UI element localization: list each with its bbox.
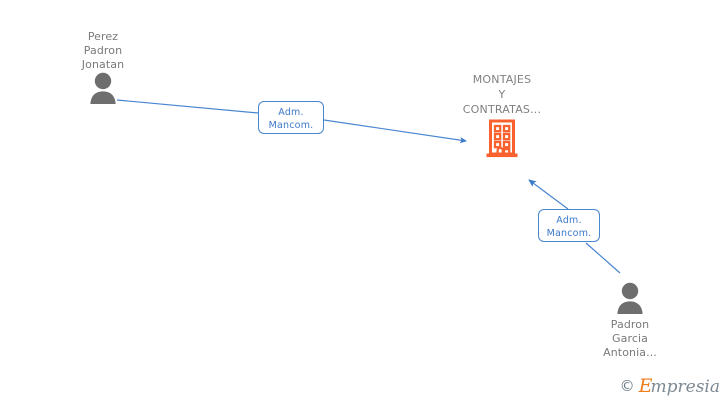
person-icon	[617, 282, 643, 314]
node-person-bottom-right-label: Padron Garcia Antonia...	[603, 318, 657, 359]
watermark-brand-initial: E	[638, 375, 653, 397]
node-company-label: MONTAJES Y CONTRATAS...	[462, 73, 542, 116]
edge-chip-to-company-2	[528, 179, 569, 210]
node-company[interactable]: MONTAJES Y CONTRATAS...	[432, 72, 572, 159]
copyright-icon: ©	[619, 377, 635, 395]
edge-label-adm-mancom-2[interactable]: Adm. Mancom.	[538, 209, 600, 242]
watermark-brand-rest: mpresia	[650, 377, 721, 397]
building-icon	[486, 119, 518, 158]
node-person-left[interactable]: Perez Padron Jonatan	[43, 30, 163, 104]
watermark-empresia: © Empresia	[620, 377, 720, 396]
node-person-left-label: Perez Padron Jonatan	[81, 30, 125, 71]
node-person-bottom-right[interactable]: Padron Garcia Antonia...	[570, 282, 690, 360]
edge-label-adm-mancom-1[interactable]: Adm. Mancom.	[258, 101, 324, 134]
edge-person-right-to-chip	[585, 242, 621, 274]
person-icon	[90, 72, 116, 104]
